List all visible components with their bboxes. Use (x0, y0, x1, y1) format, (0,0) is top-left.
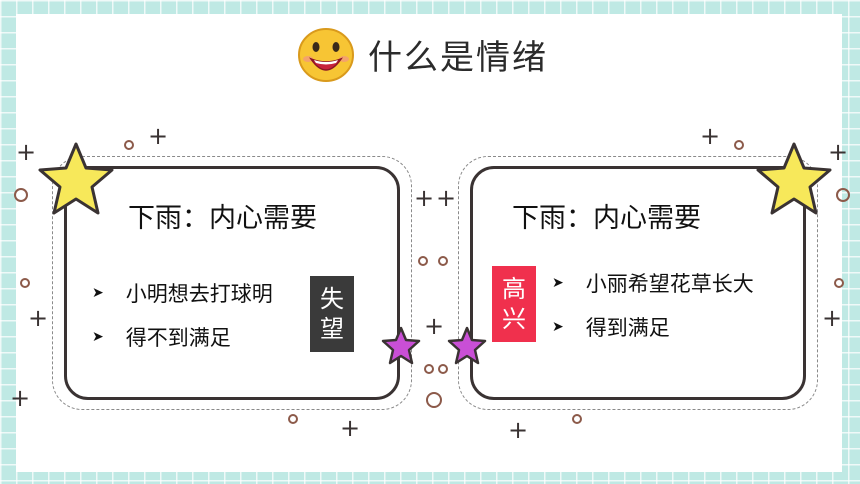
circle-decoration-icon (836, 188, 850, 202)
circle-decoration-icon (438, 256, 448, 266)
circle-decoration-icon (418, 256, 428, 266)
left-card-heading: 下雨：内心需要 (128, 203, 317, 234)
arrowhead-bullet-icon: ➤ (92, 285, 104, 301)
left-bullet-2-text: 得不到满足 (125, 326, 231, 350)
circle-decoration-icon (14, 188, 28, 202)
circle-decoration-icon (424, 364, 434, 374)
left-card-dashed-frame (52, 156, 412, 410)
circle-decoration-icon (734, 140, 744, 150)
circle-decoration-icon (438, 364, 448, 374)
purple-star-icon (447, 326, 487, 365)
yellow-star-icon (38, 142, 114, 215)
left-bullet-2: ➤ 得不到满足 (92, 322, 231, 352)
right-card-dashed-frame (458, 156, 818, 410)
circle-decoration-icon (834, 278, 844, 288)
happy-tag-char-2: 兴 (502, 305, 526, 333)
arrowhead-bullet-icon: ➤ (552, 275, 564, 291)
arrowhead-bullet-icon: ➤ (552, 319, 564, 335)
circle-decoration-icon (572, 414, 582, 424)
plus-decoration-icon: + (700, 122, 721, 150)
plus-decoration-icon: + (424, 312, 445, 340)
plus-decoration-icon: + (340, 414, 361, 442)
plus-decoration-icon: + (436, 184, 457, 212)
right-bullet-1-text: 小丽希望花草长大 (585, 272, 754, 296)
right-bullet-1: ➤ 小丽希望花草长大 (552, 268, 754, 298)
disappointed-tag-char-2: 望 (320, 315, 344, 343)
plus-decoration-icon: + (822, 304, 843, 332)
plus-decoration-icon: + (508, 416, 529, 444)
happy-tag-char-1: 高 (502, 275, 526, 303)
plus-decoration-icon: + (828, 138, 849, 166)
right-card-heading: 下雨：内心需要 (512, 203, 701, 234)
right-bullet-2: ➤ 得到满足 (552, 312, 670, 342)
happy-tag: 高 兴 (492, 266, 536, 342)
title-row: 什么是情绪 (296, 24, 548, 84)
arrowhead-bullet-icon: ➤ (92, 329, 104, 345)
circle-decoration-icon (288, 414, 298, 424)
plus-decoration-icon: + (414, 184, 435, 212)
plus-decoration-icon: + (28, 304, 49, 332)
right-bullet-2-text: 得到满足 (585, 316, 670, 340)
disappointed-tag-char-1: 失 (320, 285, 344, 313)
circle-decoration-icon (426, 392, 442, 408)
plus-decoration-icon: + (148, 122, 169, 150)
disappointed-tag: 失 望 (310, 276, 354, 352)
page-title: 什么是情绪 (368, 37, 548, 78)
left-bullet-1-text: 小明想去打球明 (125, 282, 273, 306)
plus-decoration-icon: + (10, 384, 31, 412)
smiley-face-icon (298, 28, 354, 82)
yellow-star-icon (756, 142, 832, 215)
plus-decoration-icon: + (16, 138, 37, 166)
circle-decoration-icon (124, 140, 134, 150)
circle-decoration-icon (20, 278, 30, 288)
left-bullet-1: ➤ 小明想去打球明 (92, 278, 273, 308)
purple-star-icon (381, 326, 421, 365)
